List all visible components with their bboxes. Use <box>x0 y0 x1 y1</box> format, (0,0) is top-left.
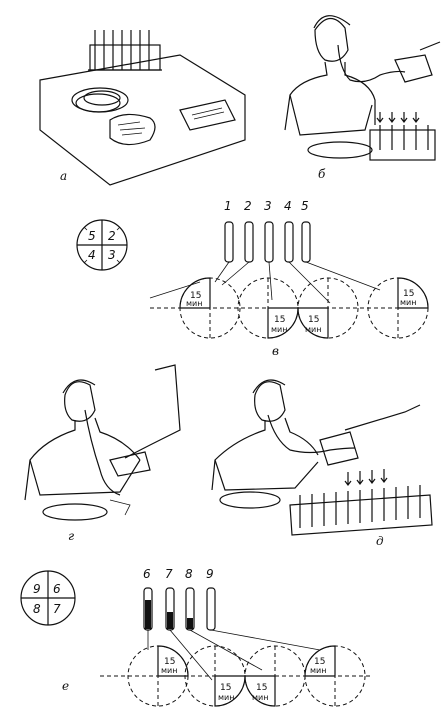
panel-v-tubes: 1 2 3 4 5 <box>224 199 311 263</box>
panel-b-rack-icon <box>369 112 436 161</box>
tube-v-2-label: 2 <box>244 199 252 213</box>
dial-e-q1: 9 <box>33 582 41 596</box>
panel-d-rack-icon <box>289 469 433 536</box>
tube-e-8-label: 8 <box>185 567 193 581</box>
panel-g-patient: г <box>24 364 181 543</box>
portion-v-2-value: 15 <box>274 315 285 325</box>
gastric-tube-coil-icon <box>71 87 129 113</box>
kidney-tray-icon <box>109 113 156 146</box>
tube-v-5-label: 5 <box>301 199 309 213</box>
dial-e-q2: 6 <box>53 582 61 596</box>
panel-v-label: в <box>272 344 279 358</box>
tube-rack-icon <box>88 30 162 71</box>
panel-d-patient: д <box>211 379 433 548</box>
panel-e-tubes: 6 7 8 9 <box>143 567 216 631</box>
portion-e-2-value: 15 <box>220 683 231 693</box>
portion-e-3-value: 15 <box>256 683 267 693</box>
portion-v-1-unit: мин <box>186 299 202 308</box>
tube-v-4-label: 4 <box>284 199 292 213</box>
dial-v-q1: 5 <box>88 229 96 243</box>
dial-e-q3: 8 <box>33 602 41 616</box>
panel-a-equipment: а <box>39 30 246 186</box>
tube-e-7-label: 7 <box>165 567 173 581</box>
tube-v-1-label: 1 <box>224 199 232 213</box>
panel-b-label: б <box>318 167 326 181</box>
portion-v-2-unit: мин <box>271 325 287 334</box>
panel-v-dial: 5 2 4 3 <box>76 219 128 271</box>
panel-v-schema: 5 2 4 3 1 2 3 4 5 <box>76 199 430 358</box>
portion-e-1-value: 15 <box>164 657 175 667</box>
portion-v-4-unit: мин <box>400 298 416 307</box>
portion-e-1-unit: мин <box>161 666 177 675</box>
portion-e-4-value: 15 <box>314 657 325 667</box>
dial-v-q3: 4 <box>88 248 96 262</box>
portion-v-1-value: 15 <box>190 291 201 301</box>
panel-e-schema: 9 6 8 7 6 7 8 9 <box>20 567 370 707</box>
panel-g-label: г <box>68 529 74 543</box>
panel-e-dial: 9 6 8 7 <box>20 570 76 626</box>
syringe-box-icon <box>179 99 236 131</box>
dial-v-q2: 2 <box>108 229 116 243</box>
portion-v-4-value: 15 <box>403 289 414 299</box>
portion-e-2-unit: мин <box>218 693 234 702</box>
portion-v-3-unit: мин <box>305 325 321 334</box>
dial-v-q4: 3 <box>108 248 116 262</box>
panel-d-label: д <box>376 534 384 548</box>
panel-e-label: е <box>62 679 69 693</box>
portion-v-3-value: 15 <box>308 315 319 325</box>
tube-v-3-label: 3 <box>264 199 272 213</box>
panel-b-patient: б <box>284 15 441 181</box>
tube-e-9-label: 9 <box>206 567 214 581</box>
portion-e-4-unit: мин <box>310 666 326 675</box>
panel-a-label: а <box>60 169 67 183</box>
tube-e-6-label: 6 <box>143 567 151 581</box>
portion-e-3-unit: мин <box>252 693 268 702</box>
dial-e-q4: 7 <box>53 602 61 616</box>
